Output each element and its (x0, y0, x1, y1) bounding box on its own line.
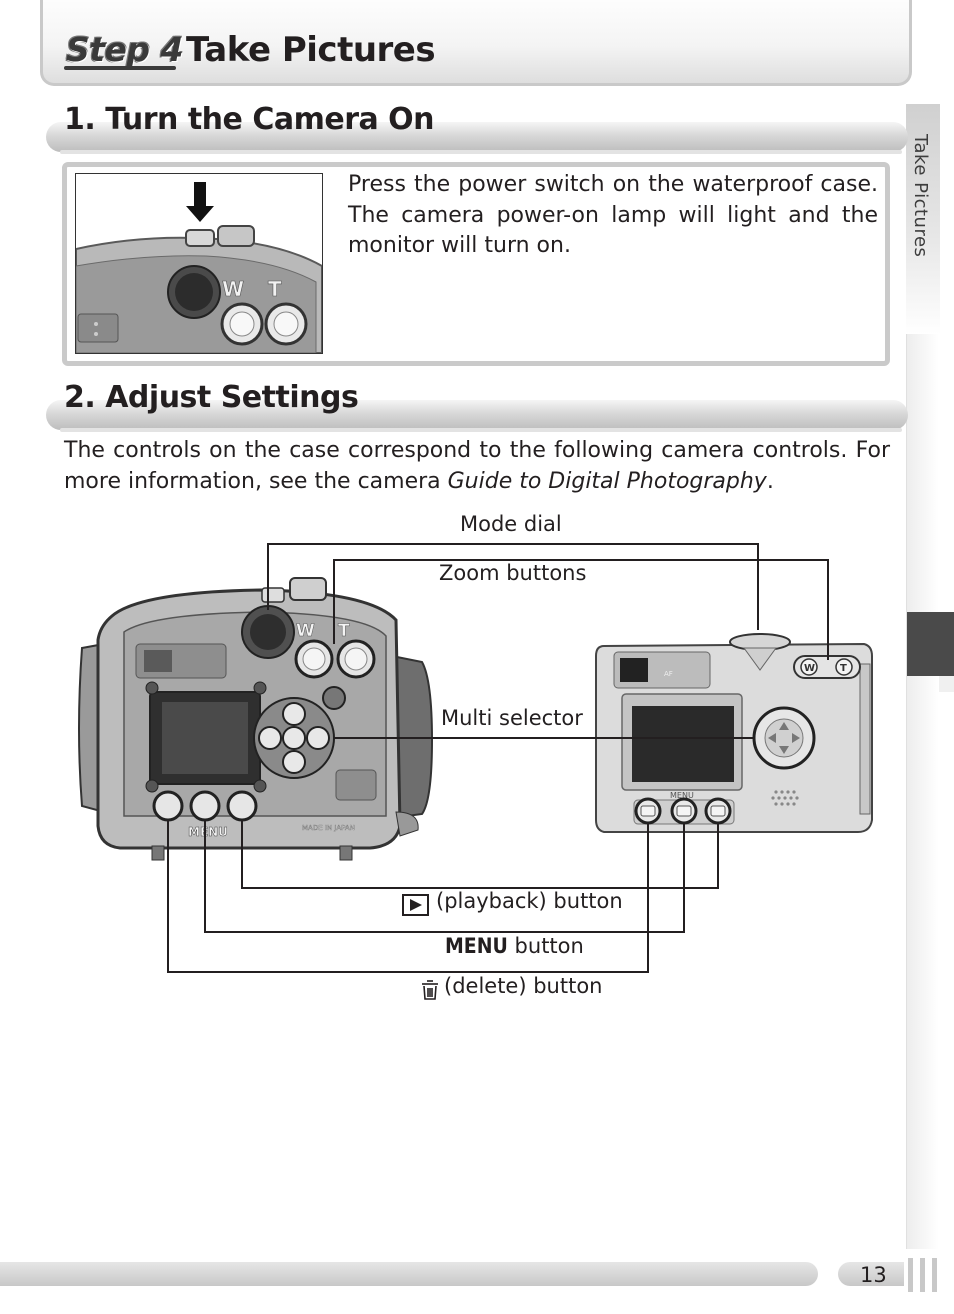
camera-menu-label: MENU (670, 791, 694, 800)
zoom-buttons-label: Zoom buttons (437, 561, 589, 585)
section2-title: 2. Adjust Settings (64, 380, 359, 415)
footer-bar (0, 1262, 818, 1286)
page-title: Take Pictures (186, 30, 436, 70)
camera-t-label: T (840, 663, 847, 674)
case-w-label: W (296, 621, 315, 641)
guide-title: Guide to Digital Photography (447, 468, 767, 494)
footer-stripe (908, 1258, 913, 1292)
delete-button-label: (delete) button (442, 974, 605, 998)
power-switch-photo: W T (75, 173, 323, 354)
step-underline (64, 66, 176, 70)
section1-title: 1. Turn the Camera On (64, 102, 435, 137)
title-banner (40, 0, 912, 86)
delete-icon (422, 980, 438, 1000)
menu-word: MENU (445, 934, 508, 958)
photo-w-label: W (222, 277, 244, 301)
power-switch-illustration: W T (76, 174, 322, 353)
mode-dial-label: Mode dial (458, 512, 564, 536)
chapter-marker-notch (939, 676, 954, 692)
footer-stripe (920, 1258, 925, 1292)
photo-t-label: T (268, 277, 282, 301)
multi-selector-label: Multi selector (438, 706, 586, 730)
waterproof-case-illustration: W T MENU MADE IN JAPAN (78, 577, 434, 861)
case-menu-label: MENU (188, 825, 228, 839)
menu-button-text: button (507, 934, 584, 958)
section2-body-start: The controls on the case correspond to t… (64, 438, 890, 494)
page-number-box (838, 1262, 904, 1286)
digital-camera-illustration: AF W T MENU (595, 633, 873, 833)
camera-w-label: W (804, 663, 815, 674)
playback-button-label: (playback) button (434, 889, 625, 913)
section2-header-shadow (60, 428, 902, 432)
camera-af-label: AF (664, 670, 673, 678)
side-tab (906, 104, 940, 334)
step-label: Step 4 (66, 30, 184, 69)
section2-body: The controls on the case correspond to t… (64, 436, 890, 497)
playback-icon (402, 894, 429, 916)
section2-body-end: . (766, 468, 774, 494)
section2-header-bar (46, 400, 908, 430)
footer-stripe (932, 1258, 937, 1292)
section1-header-shadow (60, 150, 902, 154)
menu-button-label: MENU button (443, 934, 586, 958)
case-made-in-label: MADE IN JAPAN (302, 824, 355, 832)
page-number: 13 (860, 1263, 887, 1287)
chapter-marker (907, 612, 954, 676)
section1-header-bar (46, 122, 908, 152)
side-tab-label: Take Pictures (910, 134, 931, 258)
section1-body: Press the power switch on the waterproof… (348, 172, 878, 258)
case-t-label: T (338, 621, 350, 641)
